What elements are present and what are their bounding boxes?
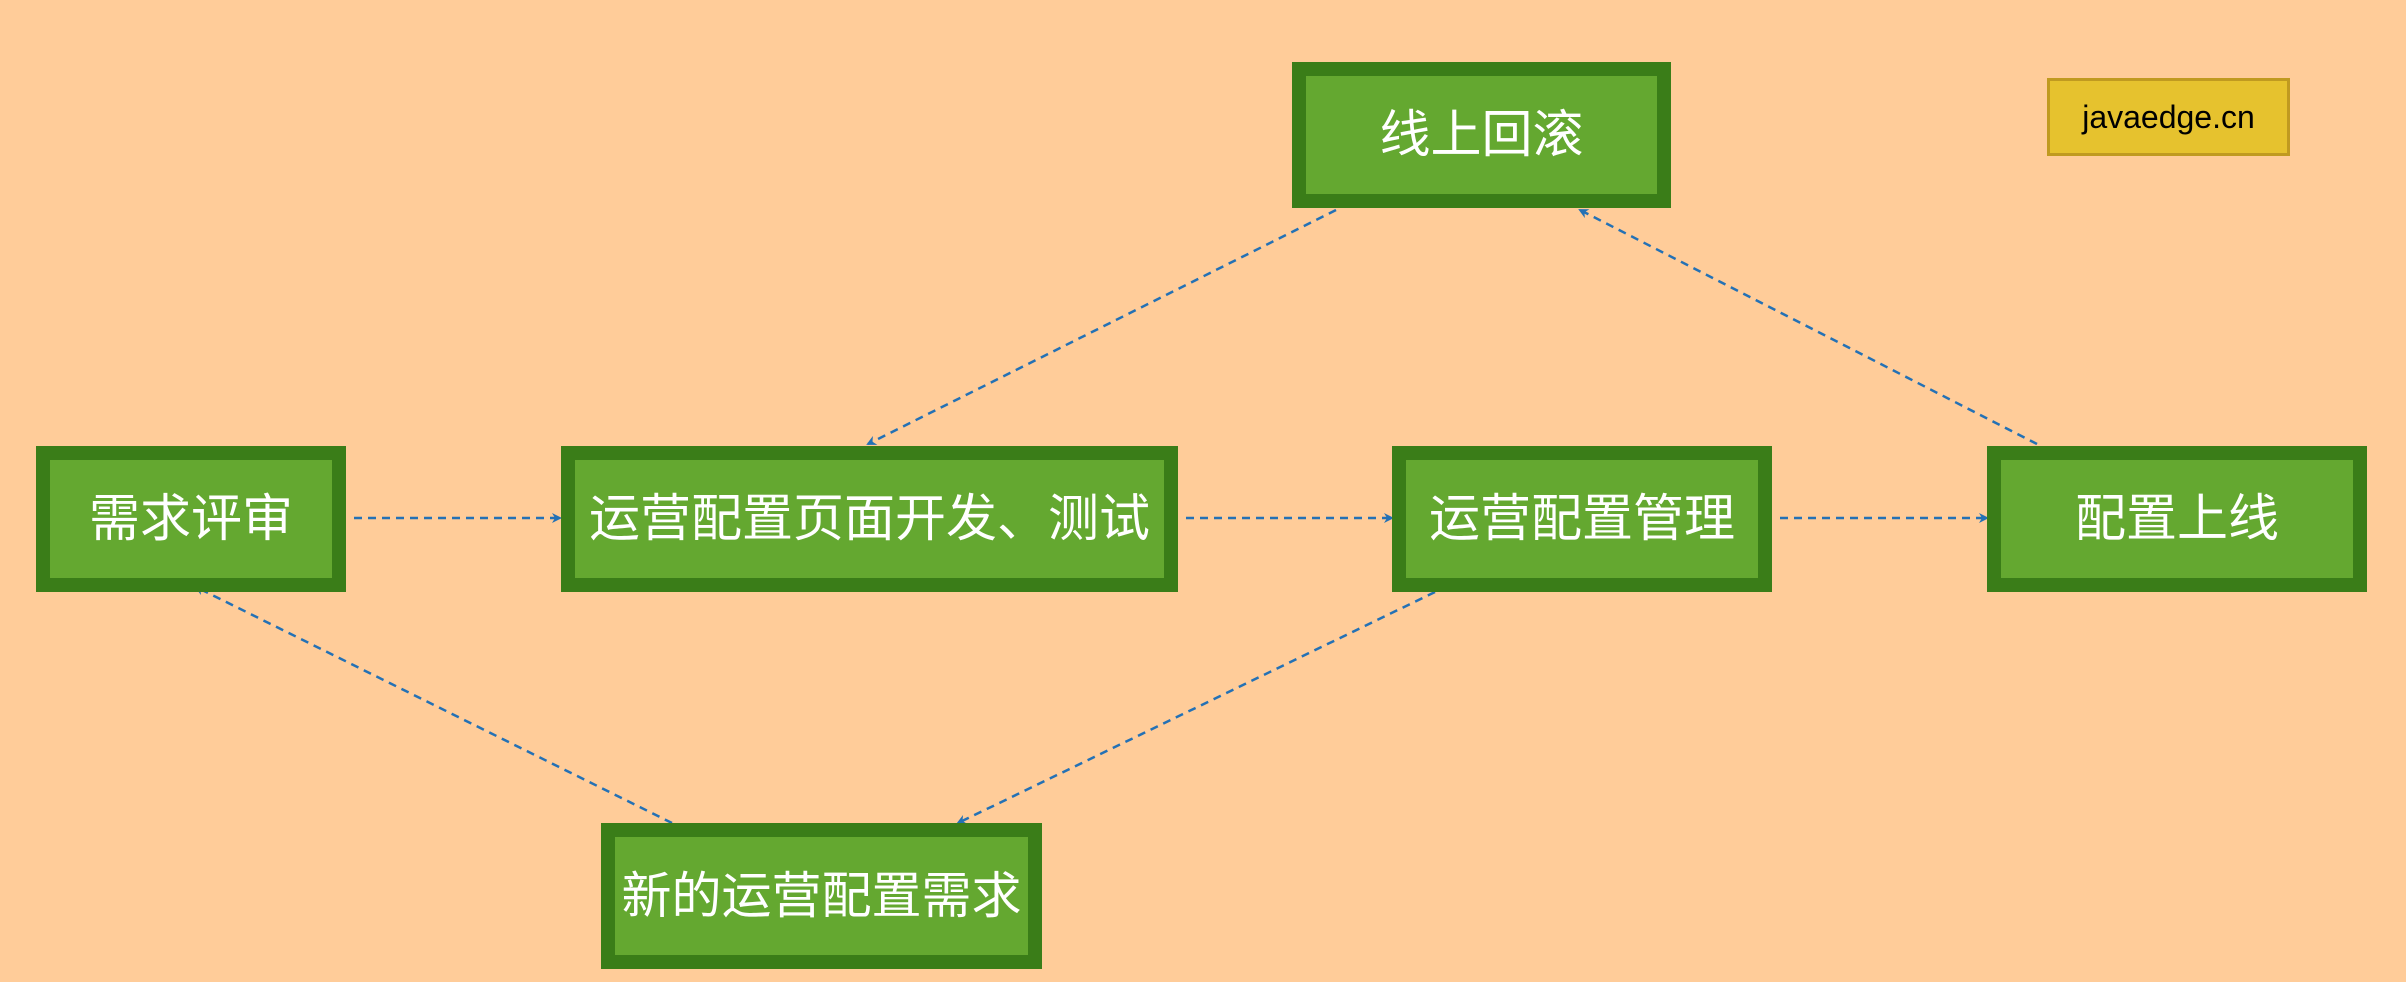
node-label: 配置上线 xyxy=(2074,489,2279,549)
edge-manage-to-newreq xyxy=(956,590,1436,825)
edge-newreq-to-review xyxy=(194,585,673,825)
node-dev-and-test: 运营配置页面开发、测试 xyxy=(561,446,1178,592)
node-config-release: 配置上线 xyxy=(1987,446,2367,592)
node-online-rollback: 线上回滚 xyxy=(1292,62,1671,208)
edge-rollback-to-dev xyxy=(866,208,1337,446)
node-label: 运营配置管理 xyxy=(1428,489,1735,549)
node-new-requirement: 新的运营配置需求 xyxy=(601,823,1042,969)
watermark-label: javaedge.cn xyxy=(2047,78,2290,156)
node-label: 线上回滚 xyxy=(1379,105,1584,165)
edge-release-to-rollback xyxy=(1578,208,2038,446)
node-label: 运营配置页面开发、测试 xyxy=(588,489,1150,549)
watermark-text: javaedge.cn xyxy=(2082,98,2255,135)
node-label: 需求评审 xyxy=(88,489,293,549)
node-config-management: 运营配置管理 xyxy=(1392,446,1772,592)
node-requirement-review: 需求评审 xyxy=(36,446,346,592)
node-label: 新的运营配置需求 xyxy=(621,867,1022,925)
